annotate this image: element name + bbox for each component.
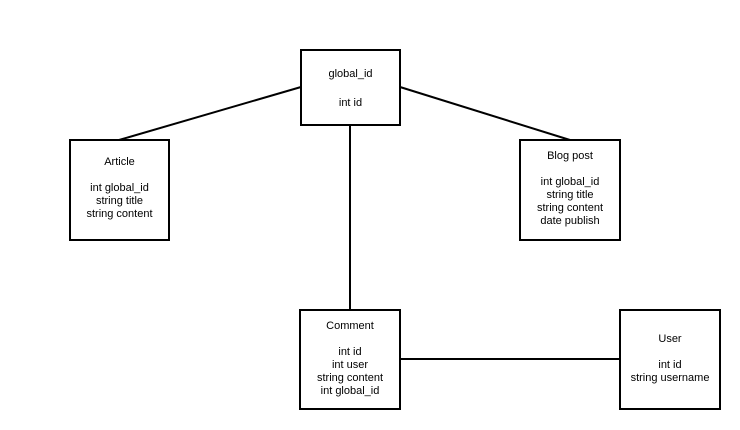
entity-name-blog-post: Blog post [547,150,593,162]
entity-box-user[interactable]: User int id string username [619,309,721,410]
entity-name-user: User [658,333,682,345]
entity-name-global-id: global_id [328,68,373,80]
field-blog-post-content: string content [536,202,604,214]
entity-box-blog-post[interactable]: Blog post int global_id string title str… [519,139,621,241]
field-comment-user: int user [331,359,369,371]
field-comment-content: string content [316,372,384,384]
field-user-id: int id [658,359,682,371]
entity-box-article[interactable]: Article int global_id string title strin… [69,139,170,241]
field-article-title: string title [95,195,144,207]
entity-spacer [302,81,399,97]
field-blog-post-global-id: int global_id [540,176,600,188]
field-blog-post-title: string title [546,189,594,201]
field-blog-post-publish: date publish [540,215,600,227]
entity-spacer [621,346,719,359]
connector-global-id-article [118,86,302,141]
entity-spacer [521,163,619,176]
entity-name-article: Article [104,156,135,168]
field-global-id-id: int id [338,97,363,109]
connector-global-id-blog-post [399,86,571,141]
entity-spacer [71,169,168,182]
field-comment-id: int id [338,346,362,358]
field-comment-global-id: int global_id [320,385,380,397]
field-article-content: string content [86,208,153,220]
entity-box-global-id[interactable]: global_id int id [300,49,401,126]
field-user-username: string username [630,372,710,384]
field-article-global-id: int global_id [90,182,149,194]
entity-spacer [301,333,399,346]
entity-name-comment: Comment [326,320,374,332]
entity-box-comment[interactable]: Comment int id int user string content i… [299,309,401,410]
